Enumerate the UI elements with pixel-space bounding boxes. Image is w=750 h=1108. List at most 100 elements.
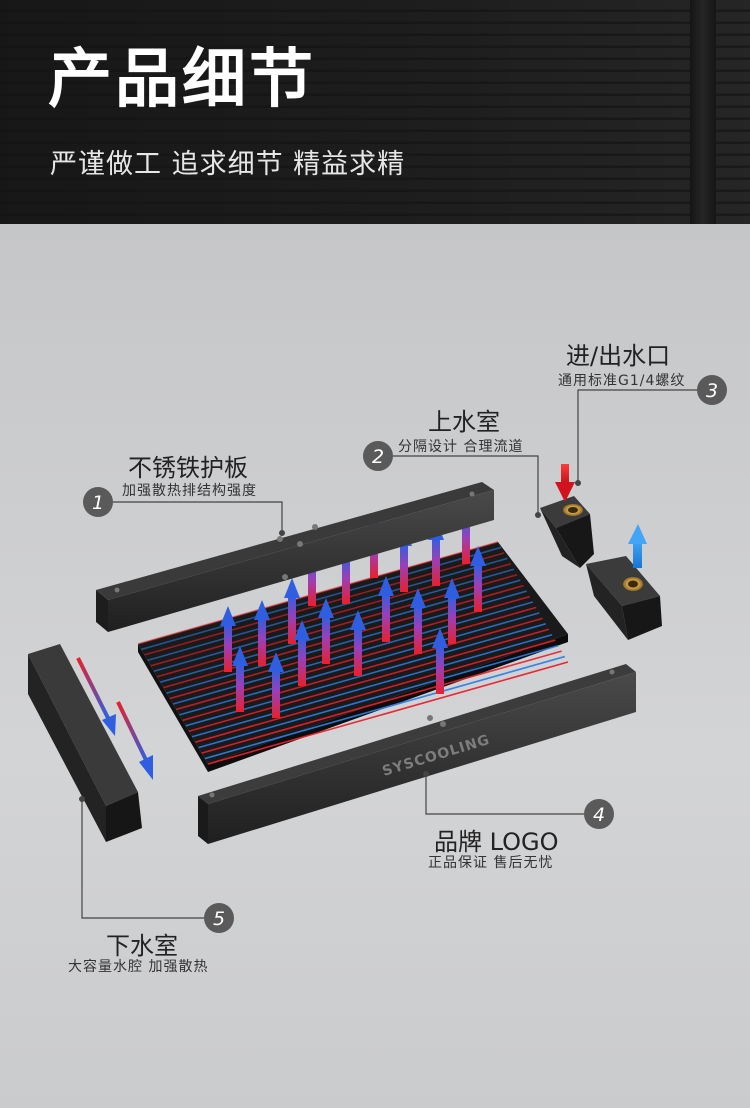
fin-line [185,623,546,727]
lower-chamber-flow-arrows [76,657,153,780]
heat-flow-arrow-head [220,606,236,626]
fin-line [198,644,559,749]
outlet-arrow-shaft [633,540,642,568]
badge-number: 2 [372,446,384,468]
heat-flow-arrow-shaft [272,670,280,718]
radiator-fins [137,541,569,765]
fin-line [204,655,566,760]
guard-screw-hole [277,536,283,542]
fin-line [207,661,569,765]
logo-plate-face [208,672,636,844]
logo-screw-hole [609,669,615,675]
badge-circle [83,487,113,517]
callout-badge-1: 1 [83,487,113,517]
heat-flow-arrow [284,578,300,644]
outlet-block-top [586,556,660,606]
leader-line-5 [81,800,204,919]
badge-circle [697,375,727,405]
header-post [690,0,716,224]
guard-screw-hole [469,491,475,497]
guard-screw-hole [312,524,318,530]
inlet-arrow [555,464,575,502]
lower-chamber-side [106,792,142,842]
radiator-core-front [138,644,208,772]
leader-line-3 [577,389,697,482]
heat-flow-arrow [220,606,236,672]
heat-flow-arrow [294,620,310,686]
heat-flow-arrow-shaft [258,618,266,666]
heat-flow-arrow-head [268,652,284,672]
callout-3-title: 进/出水口 [566,342,671,370]
heat-flow-arrow-head [232,646,248,666]
fin-line [169,595,531,700]
callout-2-title: 上水室 [428,408,500,436]
callout-5-title: 下水室 [106,932,178,960]
callout-1-title: 不锈铁护板 [128,454,248,482]
exploded-view-diagram: SYSCOOLING [28,375,727,933]
heat-flow-arrow-shaft [400,544,408,592]
flow-arrow-head [102,714,116,736]
fin-line [160,579,521,683]
anchor-dot [279,530,285,536]
heat-flow-arrow-shaft [308,558,316,606]
heat-flow-arrow [232,646,248,712]
heat-flow-arrow [432,628,448,694]
fin-line [140,546,502,651]
anchor-dot [79,796,85,802]
heat-flow-arrow-head [444,578,460,598]
inlet-block-face [540,508,580,568]
callout-1-subtitle: 加强散热排结构强度 [122,483,257,499]
heat-flow-arrow-shaft [462,516,470,564]
flow-arrow-head [139,755,153,780]
anchor-dot [575,480,581,486]
fin-line [191,633,553,738]
guard-plate-wall [108,490,494,632]
stainless-guard-plate [96,482,494,632]
flow-arrow-shaft [116,701,148,761]
heat-flow-arrow-shaft [474,564,482,612]
guard-screw-hole [114,587,120,593]
badge-number: 3 [706,380,718,402]
callout-4-title: 品牌 LOGO [434,828,559,856]
guard-screw-hole [297,541,303,547]
fin-line [172,601,534,705]
callout-badge-2: 2 [363,441,393,471]
page-subtitle: 严谨做工 追求细节 精益求精 [50,149,406,180]
logo-screw-hole [440,721,446,727]
inlet-arrow-shaft [561,464,569,484]
heat-flow-arrow [350,610,366,676]
inlet-brass-fitting [563,504,583,516]
heat-flow-arrow-shaft [342,556,350,604]
heat-flow-arrow-shaft [382,594,390,642]
anchor-dot [423,771,429,777]
heat-flow-arrow-head [284,578,300,598]
heat-flow-arrow-head [410,588,426,608]
heat-flow-arrow-shaft [414,606,422,654]
anchor-dot [535,512,541,518]
heat-flow-arrow-head [254,600,270,620]
fin-line [166,590,527,694]
heat-flow-arrow [318,598,334,664]
badge-circle [204,903,234,933]
lower-chamber-top [28,644,138,806]
fin-line [195,639,556,743]
logo-screw-hole [209,792,215,798]
badge-number: 1 [92,492,104,514]
heat-flow-arrow-shaft [436,646,444,694]
page-title: 产品细节 [48,43,316,117]
lower-water-chamber [28,644,142,842]
heat-flow-arrow-head [470,546,486,566]
heat-flow-arrow [470,546,486,612]
inlet-block-side [556,514,594,568]
upper-water-chamber-inlet [540,496,594,568]
radiator-core [137,541,569,772]
callout-badge-4: 4 [584,799,614,829]
callout-leader-lines [81,389,697,919]
heat-flow-arrow [444,578,460,644]
heat-flow-arrow-shaft [354,628,362,676]
callout-3-subtitle: 通用标准G1/4螺纹 [558,373,686,389]
outlet-block-face [586,564,628,640]
outlet-brass-fitting [623,577,643,591]
heat-flow-arrow-head [350,610,366,630]
